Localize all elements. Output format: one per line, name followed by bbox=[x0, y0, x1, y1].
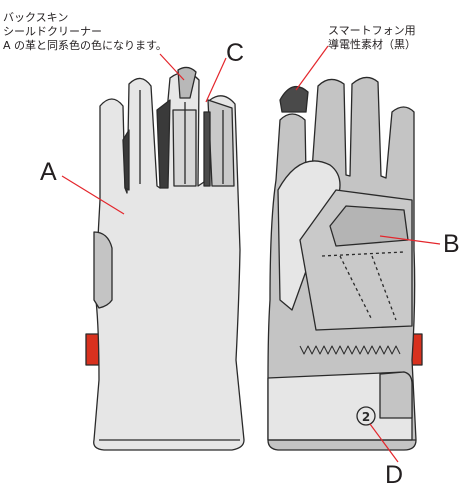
palm-stitch-1 bbox=[321, 251, 405, 257]
palm-stitch-3 bbox=[371, 255, 397, 321]
touch-note-line-1: スマートフォン用 bbox=[328, 24, 416, 37]
suede-wiper-note: バックスキン シールドクリーナー A の革と同系色の色になります。 bbox=[3, 11, 167, 53]
leader-b bbox=[379, 235, 441, 245]
label-b: B bbox=[443, 230, 460, 258]
wiper-strip bbox=[207, 99, 235, 187]
zigzag-stitch bbox=[299, 345, 401, 355]
little-finger-gap bbox=[122, 129, 130, 191]
left-thumb-panel bbox=[93, 231, 113, 309]
brand-logo-mark: 2 bbox=[362, 410, 370, 424]
suede-note-line-1: バックスキン bbox=[3, 11, 69, 24]
left-red-tab bbox=[85, 333, 100, 366]
leader-lines bbox=[61, 45, 441, 463]
leader-d bbox=[369, 423, 399, 463]
leader-a bbox=[61, 175, 125, 215]
label-c: C bbox=[226, 39, 245, 67]
right-glove-palm: 2 bbox=[267, 76, 423, 451]
leader-c bbox=[205, 57, 227, 103]
suede-note-line-3: A の革と同系色の色になります。 bbox=[3, 39, 167, 52]
cuff-strap-tab bbox=[379, 371, 413, 419]
index-finger-suede bbox=[177, 66, 197, 99]
palm-slider-inner bbox=[329, 205, 409, 247]
touch-note-line-2: 導電性素材（黒） bbox=[328, 38, 416, 51]
suede-note-line-2: シールドクリーナー bbox=[3, 25, 102, 38]
index-finger-dark-side bbox=[203, 111, 211, 187]
label-a: A bbox=[40, 158, 57, 186]
touchscreen-note: スマートフォン用 導電性素材（黒） bbox=[328, 24, 416, 52]
thumb-touch-tip bbox=[279, 85, 309, 113]
ring-finger-gusset bbox=[156, 99, 171, 189]
leader-suede bbox=[159, 53, 185, 81]
brand-logo-circle bbox=[356, 406, 376, 426]
label-d: D bbox=[385, 461, 404, 489]
leader-touch bbox=[295, 45, 329, 91]
left-glove-back bbox=[85, 66, 245, 451]
